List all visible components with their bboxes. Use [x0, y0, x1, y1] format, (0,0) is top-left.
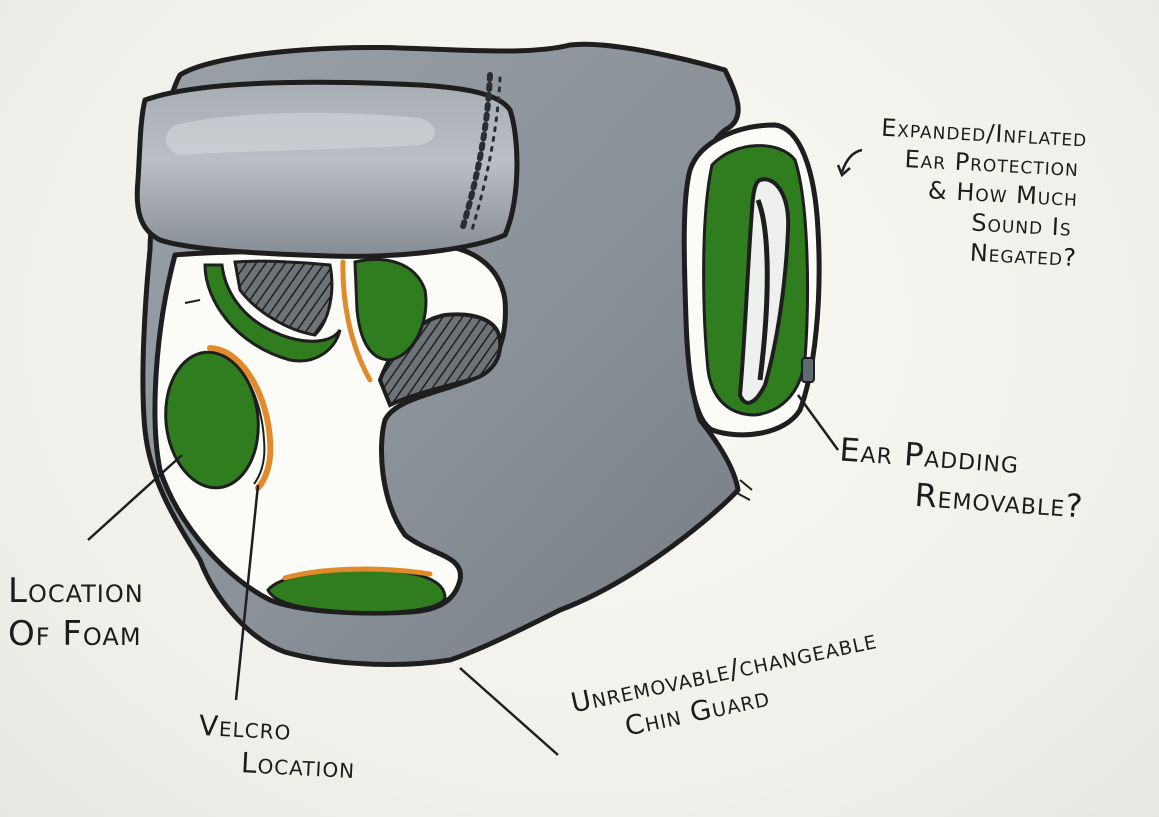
annotation-velcro: Velcro Location	[196, 708, 358, 786]
annotation-foam-line2: Of Foam	[8, 613, 144, 656]
annotation-ear-protection: Expanded/Inflated Ear Protection & How M…	[874, 113, 1088, 274]
annotation-ear-padding: Ear Padding Removable?	[836, 429, 1088, 526]
leader-ear-protection	[842, 150, 862, 172]
annotation-velcro-line2: Location	[240, 745, 356, 786]
leader-ear-padding	[798, 395, 838, 450]
annotation-foam: Location Of Foam	[8, 570, 144, 655]
ear-clip	[802, 358, 814, 382]
annotation-foam-line1: Location	[8, 570, 144, 613]
leader-chin-guard	[460, 668, 558, 755]
annotation-ear-protection-line5: Negated?	[969, 238, 1082, 274]
annotation-velcro-line1: Velcro	[198, 708, 358, 751]
brow-bar	[137, 82, 517, 256]
